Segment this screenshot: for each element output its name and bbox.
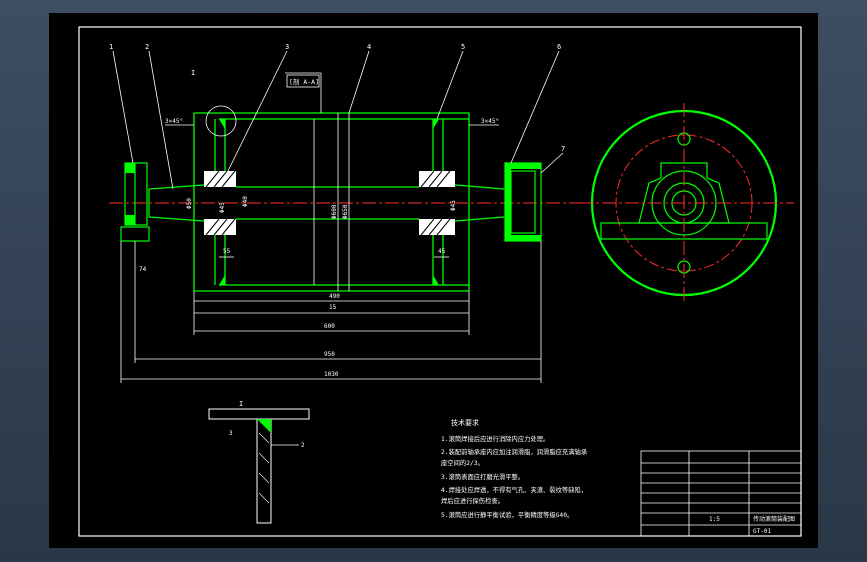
cad-drawing: 1 2 3 4 5 6 7 I [剖 A-A] 3×45° 3×45° 15 4… [78, 26, 802, 537]
side-view [579, 103, 794, 303]
left-bearing-fill [125, 163, 135, 225]
drawing-sheet[interactable]: 1 2 3 4 5 6 7 I [剖 A-A] 3×45° 3×45° 15 4… [49, 13, 818, 548]
dim-len-490: 490 [329, 293, 340, 300]
part-num-7: 7 [561, 145, 565, 153]
part-num-2: 2 [145, 43, 149, 51]
detail-weld: 3 [229, 430, 233, 437]
detail-weld [257, 419, 271, 433]
side-bearing-block [638, 162, 730, 224]
shaft [148, 184, 505, 222]
dim-len-950: 950 [324, 351, 335, 358]
dim-d-inner: Φ50 [186, 198, 193, 209]
detail-plate [208, 408, 310, 420]
title-name: 传动滚筒装配图 [753, 515, 795, 523]
weld-marks [219, 119, 439, 285]
technical-notes: 技术要求 1.滚筒焊接后应进行消除内应力处理。 2.装配前轴承座内应加注润滑脂，… [441, 418, 588, 519]
title-scale: 1:5 [709, 516, 720, 523]
dim-len-74: 74 [139, 266, 147, 273]
title-drawing-no: GT-01 [753, 528, 771, 535]
part-num-1: 1 [109, 43, 113, 51]
detail-web [256, 418, 272, 524]
part-num-3: 3 [285, 43, 289, 51]
detail-callout-circle [205, 105, 237, 137]
dim-d-bore: Φ40 [242, 196, 249, 207]
detail-label: I [191, 69, 195, 77]
note-6: 焊后应进行探伤检查。 [441, 496, 504, 505]
leader-lines [112, 50, 564, 190]
note-1: 1.滚筒焊接后应进行消除内应力处理。 [441, 434, 549, 443]
section-tag-box [286, 74, 320, 88]
detail-title: I [239, 400, 243, 408]
drawing-border [78, 26, 802, 537]
dim-len-45: 45 [438, 248, 446, 255]
shell-outline [193, 112, 470, 292]
right-bearing-fill [505, 163, 541, 241]
chamfer-right: 3×45° [481, 118, 499, 125]
note-4: 3.滚筒表面应打磨光滑平整。 [441, 472, 524, 481]
left-bearing-seat [120, 162, 150, 242]
title-block [640, 450, 802, 537]
dim-d-outer: Φ650 [342, 204, 349, 219]
dim-lines [120, 241, 542, 383]
dim-len-600: 600 [324, 323, 335, 330]
dim-len-total: 1030 [324, 371, 339, 378]
note-5: 4.焊接处应焊透，不得有气孔、夹渣、裂纹等缺陷， [441, 485, 587, 494]
note-3: 座空间的2/3。 [441, 458, 484, 467]
dim-len-55: 55 [223, 248, 231, 255]
note-7: 5.滚筒应进行静平衡试验，平衡精度等级G40。 [441, 510, 573, 519]
dim-d-right: Φ45 [450, 200, 457, 211]
chamfer-left: 3×45° [165, 118, 183, 125]
part-num-6: 6 [557, 43, 561, 51]
notes-heading: 技术要求 [451, 418, 479, 427]
part-num-4: 4 [367, 43, 371, 51]
detail-view [208, 408, 310, 524]
hatch-lines [205, 170, 451, 236]
dim-d-shaft: Φ45 [219, 202, 226, 213]
inner-dim-lines [313, 113, 350, 291]
dim-d-shell: Φ600 [331, 204, 338, 219]
section-tag: [剖 A-A] [289, 77, 319, 86]
note-2: 2.装配前轴承座内应加注润滑脂，润滑脂应充满轴承 [441, 447, 588, 456]
dim-len-15: 15 [329, 304, 337, 311]
title-block-text: 传动滚筒装配图 GT-01 1:5 [709, 515, 795, 535]
part-num-5: 5 [461, 43, 465, 51]
detail-ref: 2 [301, 442, 305, 449]
